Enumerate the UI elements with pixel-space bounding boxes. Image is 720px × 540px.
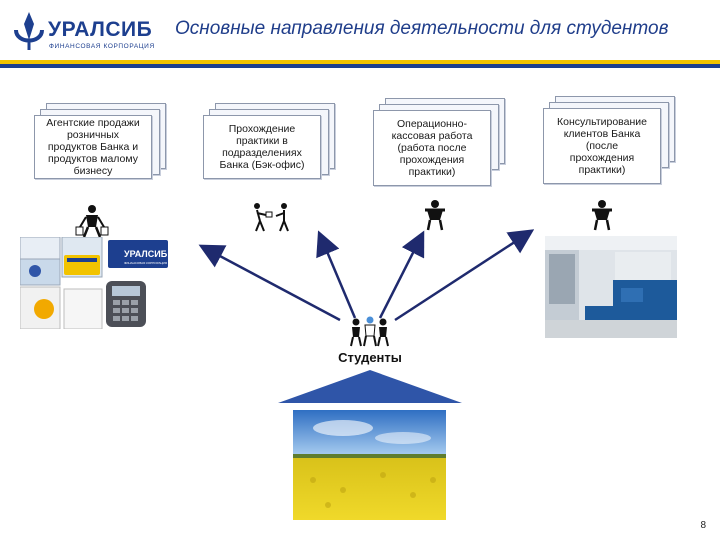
logo-subtext: ФИНАНСОВАЯ КОРПОРАЦИЯ [49, 43, 155, 50]
arrow-to-cash-operations [378, 230, 425, 319]
field-image [293, 410, 446, 520]
direction-label: Консультирование клиентов Банка (после п… [557, 116, 647, 176]
header-stripe-blue [0, 64, 720, 68]
header-stripe-yellow [0, 60, 720, 64]
bank-office-image [545, 236, 677, 338]
students-group-icon [350, 316, 389, 347]
students-label: Студенты [338, 350, 402, 365]
arrow-to-back-office [316, 230, 357, 319]
logo-text: УРАЛСИБ [48, 18, 153, 41]
person-cashier-icon [425, 200, 445, 231]
direction-box-back-office: Прохождение практики в подразделениях Ба… [203, 103, 335, 181]
direction-card: Консультирование клиентов Банка (после п… [543, 108, 661, 184]
base-triangle [278, 370, 462, 403]
page-title: Основные направления деятельности для ст… [175, 18, 669, 39]
logo-emblem-icon [14, 12, 44, 50]
bank-cards-image: УРАЛСИБ ФИНАНСОВАЯ КОРПОРАЦИЯ [20, 237, 168, 329]
direction-box-agent-sales: Агентские продажи розничных продуктов Ба… [34, 103, 166, 181]
person-sales-icon [75, 205, 109, 238]
direction-label: Операционно- кассовая работа (работа пос… [391, 118, 473, 178]
direction-label: Агентские продажи розничных продуктов Ба… [46, 117, 140, 177]
card-brand-text: УРАЛСИБ [124, 249, 168, 259]
arrow-to-consulting [394, 229, 535, 322]
page-number: 8 [700, 520, 706, 531]
direction-card: Операционно- кассовая работа (работа пос… [373, 110, 491, 186]
logo: УРАЛСИБ ФИНАНСОВАЯ КОРПОРАЦИЯ [12, 10, 162, 52]
direction-card: Агентские продажи розничных продуктов Ба… [34, 115, 152, 179]
direction-box-consulting: Консультирование клиентов Банка (после п… [543, 96, 675, 184]
direction-label: Прохождение практики в подразделениях Ба… [219, 123, 305, 171]
direction-box-cash-operations: Операционно- кассовая работа (работа пос… [373, 98, 505, 186]
arrow-to-agent-sales [198, 244, 341, 322]
people-back-office-icon [254, 203, 289, 232]
direction-card: Прохождение практики в подразделениях Ба… [203, 115, 321, 179]
card-brand-subtext: ФИНАНСОВАЯ КОРПОРАЦИЯ [124, 261, 167, 265]
person-consultant-icon [592, 200, 612, 231]
